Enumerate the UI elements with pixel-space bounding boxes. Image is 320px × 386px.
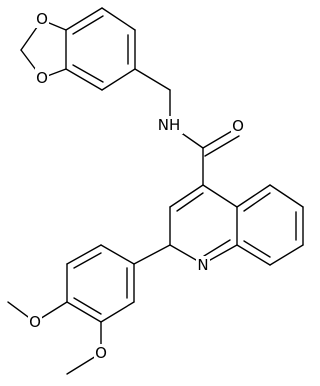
quinoline-nitrogen: N: [196, 256, 210, 274]
atom-label-o-dioxole-top: O: [36, 10, 48, 28]
carbonyl-oxygen: O: [231, 117, 245, 135]
dioxole-oxygen-top: O: [35, 10, 49, 28]
atom-label-o-dioxole-bottom: O: [36, 69, 48, 87]
atom-label-methoxy-o1: O: [29, 313, 41, 331]
methoxy-oxygen-bottom: O: [94, 344, 108, 362]
atom-label-quinoline-n: N: [197, 256, 208, 274]
atom-label-methoxy-o2: O: [95, 344, 107, 362]
atom-label-nh: NH: [158, 116, 181, 134]
dioxole-oxygen-bottom: O: [35, 68, 49, 87]
bond-lines: [7, 7, 304, 375]
structure-diagram: O O NH O N O O: [7, 7, 304, 375]
atom-labels: O O NH O N O O: [28, 10, 245, 362]
amide-nitrogen: NH: [155, 116, 183, 134]
atom-label-carbonyl-o: O: [232, 117, 244, 135]
methoxy-oxygen-left: O: [28, 313, 42, 331]
